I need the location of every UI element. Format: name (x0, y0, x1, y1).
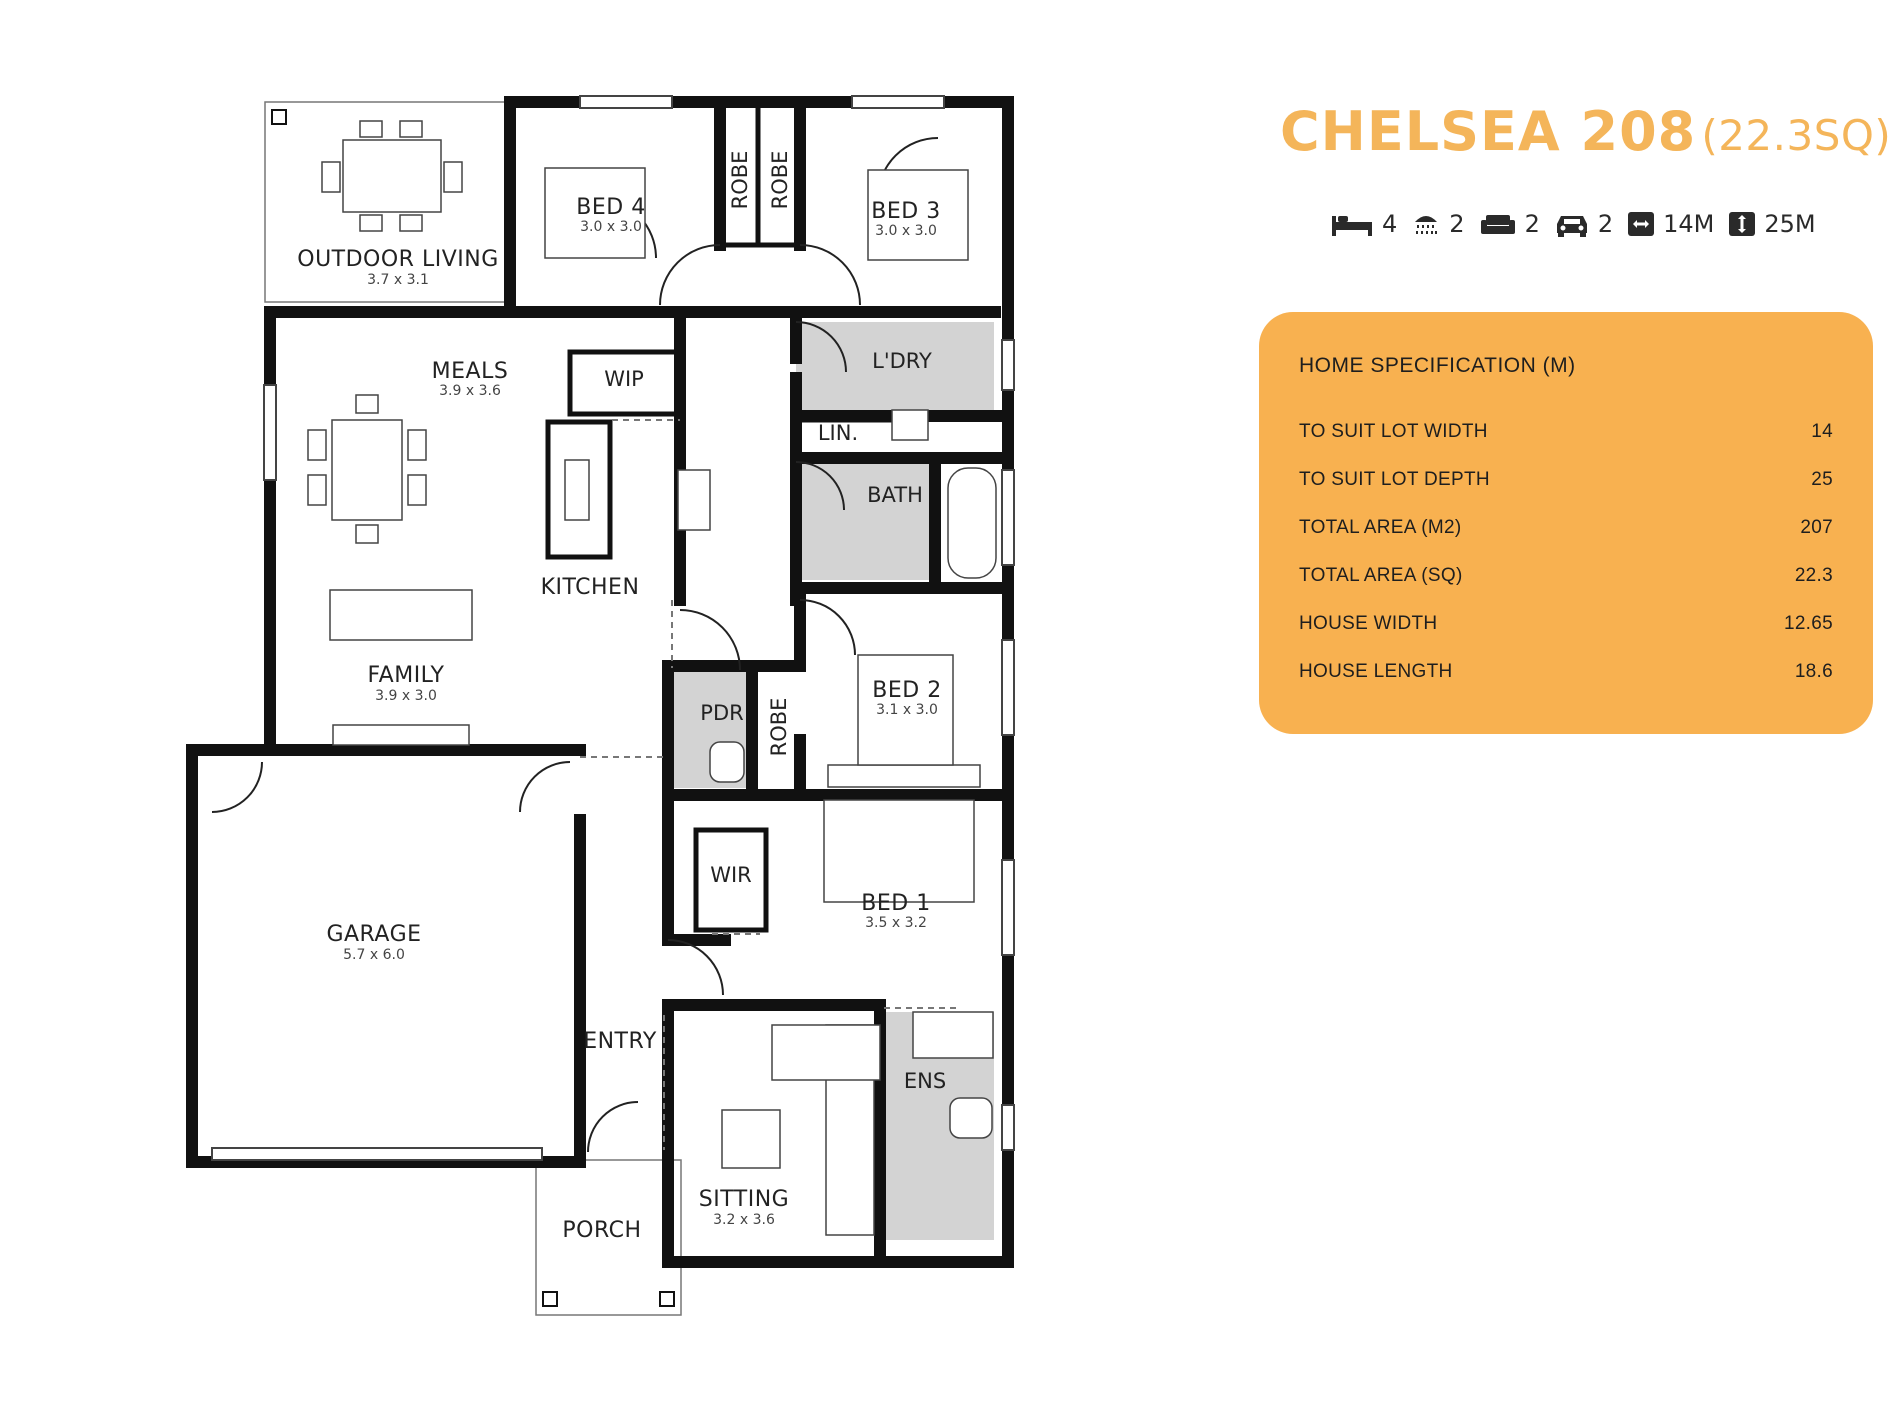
pdr-label: PDR (700, 701, 743, 725)
garage-dims: 5.7 x 6.0 (343, 947, 405, 963)
spec-row: HOUSE LENGTH 18.6 (1299, 661, 1833, 685)
porch-label: PORCH (562, 1218, 641, 1243)
living-count: 2 (1524, 210, 1540, 238)
wir-box (693, 827, 769, 933)
bed2-dims: 3.1 x 3.0 (876, 702, 938, 718)
spec-row: TO SUIT LOT DEPTH 25 (1299, 469, 1833, 493)
spec-title: HOME SPECIFICATION (M) (1299, 354, 1576, 377)
robe-c-label: ROBE (767, 698, 791, 757)
family-dims: 3.9 x 3.0 (375, 688, 437, 704)
laundry-fill (796, 322, 994, 416)
bed-icon (1330, 210, 1374, 238)
spec-label: TOTAL AREA (M2) (1299, 517, 1462, 538)
lot-depth-icon (1728, 210, 1756, 238)
bed2-label: BED 2 (872, 678, 941, 703)
bed4-dims: 3.0 x 3.0 (580, 219, 642, 235)
lot-width-value: 14M (1663, 210, 1715, 238)
porch-outline (535, 1159, 682, 1316)
bathrooms-count: 2 (1449, 210, 1465, 238)
bed4-label: BED 4 (576, 195, 645, 220)
car-icon (1554, 210, 1590, 238)
family-label: FAMILY (368, 663, 445, 688)
spec-label: HOUSE LENGTH (1299, 661, 1453, 682)
spec-value: 12.65 (1783, 613, 1833, 634)
spec-label: TO SUIT LOT DEPTH (1299, 469, 1490, 490)
entry-label: ENTRY (583, 1029, 657, 1054)
wip-label: WIP (604, 367, 644, 391)
lot-width-icon (1627, 210, 1655, 238)
lot-depth-value: 25M (1764, 210, 1816, 238)
robe-b-label: ROBE (768, 151, 792, 210)
bath-label: BATH (867, 483, 923, 507)
spec-label: TO SUIT LOT WIDTH (1299, 421, 1488, 442)
kitchen-label: KITCHEN (541, 575, 640, 600)
bed3-dims: 3.0 x 3.0 (875, 223, 937, 239)
bedrooms-count: 4 (1382, 210, 1398, 238)
wir-label: WIR (710, 863, 752, 887)
spec-value: 22.3 (1794, 565, 1833, 586)
feature-icons: 4 2 2 2 14M 25M (1330, 206, 1830, 242)
spec-value: 25 (1811, 469, 1833, 490)
floor-plan: OUTDOOR LIVING 3.7 x 3.1 BED 4 3.0 x 3.0… (186, 95, 1015, 1316)
meals-dims: 3.9 x 3.6 (439, 383, 501, 399)
plan-name: CHELSEA 208 (1280, 100, 1697, 163)
spec-value: 18.6 (1794, 661, 1833, 682)
spec-label: TOTAL AREA (SQ) (1299, 565, 1463, 586)
spec-value: 207 (1800, 517, 1833, 538)
robe-a-label: ROBE (728, 151, 752, 210)
sitting-dims: 3.2 x 3.6 (713, 1212, 775, 1228)
garage-count: 2 (1597, 210, 1614, 238)
linen-label: LIN. (818, 421, 858, 445)
outdoor-living-dims: 3.7 x 3.1 (367, 272, 429, 288)
plan-size: (22.3SQ) (1701, 111, 1892, 160)
spec-label: HOUSE WIDTH (1299, 613, 1438, 634)
spec-row: TOTAL AREA (M2) 207 (1299, 517, 1833, 541)
garage-label: GARAGE (326, 922, 421, 947)
spec-row: HOUSE WIDTH 12.65 (1299, 613, 1833, 637)
sitting-label: SITTING (699, 1187, 789, 1212)
bed3-label: BED 3 (871, 199, 940, 224)
spec-row: TOTAL AREA (SQ) 22.3 (1299, 565, 1833, 589)
meals-label: MEALS (432, 359, 509, 384)
wip-box (567, 349, 681, 417)
spec-value: 14 (1811, 421, 1833, 442)
ens-label: ENS (904, 1069, 946, 1093)
plan-title: CHELSEA 208 (22.3SQ) (1280, 100, 1891, 163)
kitchen-island (545, 419, 613, 560)
sofa-icon (1479, 210, 1517, 238)
outdoor-living-label: OUTDOOR LIVING (297, 247, 499, 272)
shower-icon (1411, 210, 1441, 238)
home-specification-card: HOME SPECIFICATION (M) TO SUIT LOT WIDTH… (1259, 312, 1873, 734)
bed1-label: BED 1 (861, 891, 930, 916)
spec-row: TO SUIT LOT WIDTH 14 (1299, 421, 1833, 445)
bed1-dims: 3.5 x 3.2 (865, 915, 927, 931)
laundry-label: L'DRY (872, 349, 932, 373)
bath-fill (796, 462, 930, 580)
